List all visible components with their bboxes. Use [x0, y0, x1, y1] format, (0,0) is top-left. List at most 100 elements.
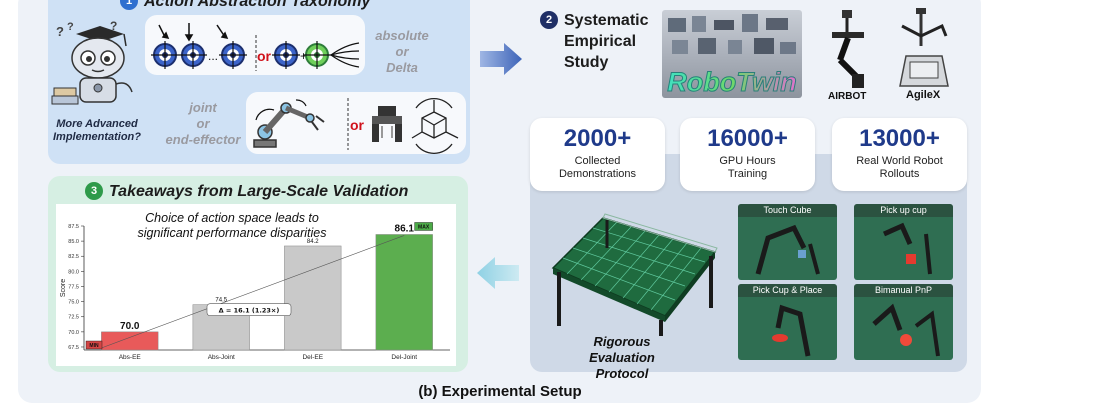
stat-card-demonstrations: 2000+ Collected Demonstrations: [530, 118, 665, 191]
y-tick-label: 87.5: [68, 224, 79, 230]
plus-text: +: [300, 49, 307, 63]
takeaways-title-text: Takeaways from Large-Scale Validation: [109, 183, 409, 200]
stat-card-gpu-hours: 16000+ GPU Hours Training: [680, 118, 815, 191]
arrow-right-icon: [480, 43, 522, 75]
target-icons-row: ... or +: [151, 23, 360, 71]
label-or-2: or: [196, 116, 210, 131]
stat-description: Real World Robot Rollouts: [832, 155, 967, 181]
evaluation-grid-table: [551, 213, 718, 336]
bar-value-label: 86.1: [395, 223, 415, 234]
stat-desc-line-1: Real World Robot: [856, 155, 943, 167]
task-label: Pick Cup & Place: [738, 284, 837, 297]
delta-trend-line: [101, 235, 405, 349]
advanced-implementation-question: More Advanced Implementation?: [52, 118, 142, 144]
bar: [101, 331, 159, 351]
y-axis-label: Score: [60, 279, 67, 297]
question-line-2: Implementation?: [52, 131, 141, 143]
stat-description: GPU Hours Training: [680, 155, 815, 181]
y-tick-label: 85.0: [68, 239, 79, 245]
sim-scene-graphic: [668, 14, 796, 54]
question-line-1: More Advanced: [56, 118, 138, 130]
delta-arrows: [330, 42, 360, 68]
task-image-pick-up-cup: Pick up cup: [854, 204, 953, 280]
action-taxonomy-title-text: Action Abstraction Taxonomy: [144, 0, 371, 10]
stat-value: 13000+: [859, 125, 940, 152]
stat-description: Collected Demonstrations: [530, 155, 665, 181]
target-icon-2: [179, 41, 207, 69]
cube-axes-icon: [411, 98, 459, 154]
arrow-left-icon: [477, 257, 519, 289]
robotwin-logo-text: RoboTwin: [662, 67, 802, 98]
step-number-badge: 1: [120, 0, 138, 10]
max-tag: [414, 222, 433, 231]
dots-text: ...: [208, 49, 218, 63]
task-scene: [772, 304, 811, 357]
task-label: Pick up cup: [854, 204, 953, 217]
abs-arrows: [158, 23, 229, 42]
label-absolute: absolute: [375, 28, 429, 43]
bar: [375, 234, 433, 351]
task-image-pick-cup-place: Pick Cup & Place: [738, 284, 837, 360]
y-tick-label: 80.0: [68, 269, 79, 275]
step-number-badge-3: 3: [85, 182, 103, 200]
score-bar-chart: 67.570.072.575.077.580.082.585.087.5Scor…: [60, 222, 450, 361]
gripper-icon: [372, 106, 402, 142]
delta-label-text: Δ = 16.1 (1.23×): [219, 307, 280, 315]
robot-arm-icon: [253, 99, 325, 148]
joint-ee-icons: or: [253, 98, 459, 154]
abs-delta-card: [145, 15, 365, 75]
label-joint: joint: [189, 100, 217, 115]
evaluation-protocol-label: Rigorous Evaluation Protocol: [562, 334, 682, 382]
x-tick-label: Abs-EE: [119, 354, 142, 361]
y-tick-label: 67.5: [68, 345, 79, 351]
delta-label-box: [206, 303, 292, 316]
stat-desc-line-1: GPU Hours: [719, 155, 776, 167]
target-icon-4: [272, 41, 300, 69]
agilex-robot-icon: [899, 8, 949, 87]
task-scene: [755, 224, 820, 275]
target-icon-1: [151, 41, 179, 69]
svg-text:?: ?: [56, 24, 64, 39]
title-line-3: Study: [564, 54, 609, 71]
target-icon-3: [219, 41, 247, 69]
x-tick-label: Abs-Joint: [208, 354, 235, 361]
y-tick-label: 70.0: [68, 330, 79, 336]
stat-desc-line-2: Demonstrations: [558, 168, 637, 180]
label-end-effector: end-effector: [165, 132, 241, 147]
stat-desc-line-2: Rollouts: [879, 168, 920, 180]
task-label: Touch Cube: [738, 204, 837, 217]
airbot-label: AIRBOT: [828, 91, 867, 102]
y-tick-label: 72.5: [68, 315, 79, 321]
svg-text:?: ?: [110, 19, 117, 33]
abs-delta-label: absolute or Delta: [366, 28, 438, 76]
stat-card-real-rollouts: 13000+ Real World Robot Rollouts: [832, 118, 967, 191]
figure-caption: (b) Experimental Setup: [418, 383, 582, 400]
label-or: or: [395, 44, 409, 59]
max-tag-text: MAX: [418, 224, 430, 230]
task-label: Bimanual PnP: [854, 284, 953, 297]
eval-label-line-1: Rigorous Evaluation: [589, 334, 655, 365]
takeaways-title: 3 Takeaways from Large-Scale Validation: [85, 182, 408, 201]
robotwin-sim-image: RoboTwin: [662, 10, 802, 98]
bar-value-label: 84.2: [307, 239, 319, 245]
joint-ee-label: joint or end-effector: [158, 100, 248, 148]
title-line-2: Empirical: [564, 33, 637, 50]
min-tag: [85, 340, 103, 350]
y-tick-label: 77.5: [68, 284, 79, 290]
eval-label-line-2: Protocol: [595, 366, 649, 381]
bar-value-label: 70.0: [120, 321, 140, 332]
task-scene: [872, 303, 940, 357]
stat-desc-line-2: Training: [727, 168, 768, 180]
or-text-2: or: [350, 117, 365, 133]
task-image-bimanual-pnp: Bimanual PnP: [854, 284, 953, 360]
stat-desc-line-1: Collected: [574, 155, 621, 167]
task-scene: [882, 222, 932, 275]
x-tick-label: Del-Joint: [391, 354, 417, 361]
bar-value-label: 74.5: [215, 298, 227, 304]
bar: [284, 245, 342, 351]
x-tick-label: Del-EE: [302, 354, 323, 361]
y-tick-label: 75.0: [68, 300, 79, 306]
min-tag-text: MIN: [89, 343, 99, 349]
task-image-touch-cube: Touch Cube: [738, 204, 837, 280]
